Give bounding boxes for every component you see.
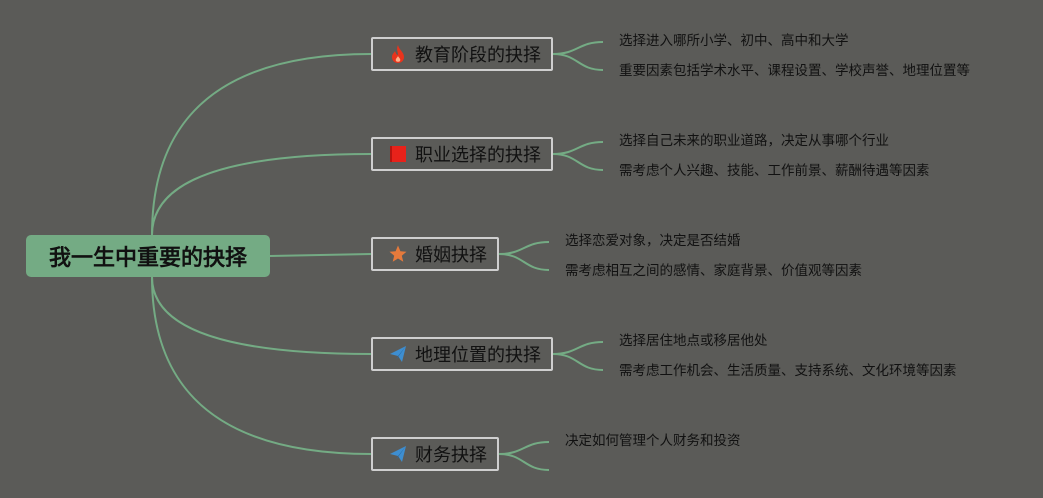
detail-text[interactable]: 需考虑工作机会、生活质量、支持系统、文化环境等因素 — [619, 363, 957, 379]
detail-connector — [552, 141, 604, 155]
detail-connector — [498, 453, 550, 471]
root-connector — [151, 53, 372, 236]
flag-icon — [389, 145, 407, 163]
topic-label: 财务抉择 — [415, 445, 487, 466]
topic-label: 职业选择的抉择 — [415, 145, 541, 166]
detail-text[interactable]: 选择居住地点或移居他处 — [619, 333, 768, 349]
detail-connector — [498, 241, 550, 255]
detail-connector — [552, 53, 604, 71]
root-connector — [151, 153, 372, 236]
detail-connector — [552, 153, 604, 171]
topic-label: 婚姻抉择 — [415, 245, 487, 266]
detail-connector — [552, 353, 604, 371]
detail-connector — [552, 341, 604, 355]
topic-marriage[interactable]: 婚姻抉择 — [371, 237, 499, 271]
detail-connector — [552, 41, 604, 55]
detail-text[interactable]: 需考虑相互之间的感情、家庭背景、价值观等因素 — [565, 263, 862, 279]
topic-career[interactable]: 职业选择的抉择 — [371, 137, 553, 171]
detail-connector — [498, 441, 550, 455]
star-icon — [389, 245, 407, 263]
detail-text[interactable]: 选择自己未来的职业道路，决定从事哪个行业 — [619, 133, 889, 149]
root-topic[interactable]: 我一生中重要的抉择 — [26, 235, 270, 277]
flame-icon — [389, 45, 407, 63]
topic-education[interactable]: 教育阶段的抉择 — [371, 37, 553, 71]
detail-text[interactable]: 决定如何管理个人财务和投资 — [565, 433, 741, 449]
root-connector — [269, 253, 372, 257]
paper-plane-icon — [389, 445, 407, 463]
topic-finance[interactable]: 财务抉择 — [371, 437, 499, 471]
detail-text[interactable]: 选择恋爱对象，决定是否结婚 — [565, 233, 741, 249]
detail-connector — [498, 253, 550, 271]
topic-location[interactable]: 地理位置的抉择 — [371, 337, 553, 371]
topic-label: 地理位置的抉择 — [415, 345, 541, 366]
topic-label: 教育阶段的抉择 — [415, 45, 541, 66]
root-connector — [151, 276, 372, 455]
detail-text[interactable]: 选择进入哪所小学、初中、高中和大学 — [619, 33, 849, 49]
paper-plane-icon — [389, 345, 407, 363]
detail-text[interactable]: 需考虑个人兴趣、技能、工作前景、薪酬待遇等因素 — [619, 163, 930, 179]
root-connector — [151, 276, 372, 355]
detail-text[interactable]: 重要因素包括学术水平、课程设置、学校声誉、地理位置等 — [619, 63, 970, 79]
